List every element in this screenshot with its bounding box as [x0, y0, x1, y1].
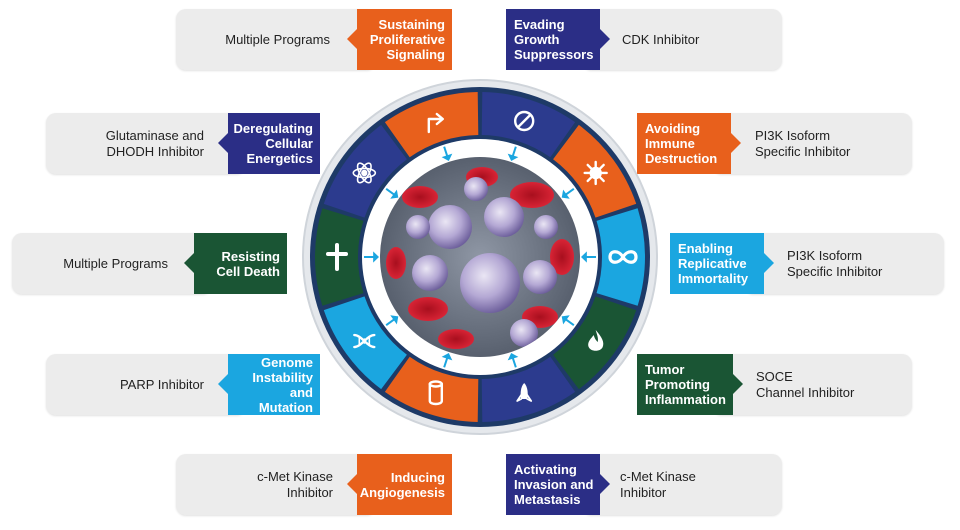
inner-arrowhead [561, 315, 570, 325]
label-pointer [764, 253, 774, 273]
prohibited-icon [513, 110, 535, 132]
wheel-segment-sustaining [384, 92, 479, 158]
wheel-segment-activating [481, 356, 576, 422]
inner-arrowhead [507, 153, 519, 161]
inner-arrowhead [441, 353, 453, 361]
label-pointer [600, 29, 610, 49]
therapy-text-evading: CDK Inhibitor [622, 31, 700, 47]
therapy-card-avoiding [712, 113, 912, 174]
cancer-cells-image [380, 157, 580, 357]
hallmarks-wheel [302, 79, 658, 435]
therapy-text-inducing: c-Met Kinase Inhibitor [257, 468, 333, 500]
label-pointer [218, 374, 228, 394]
hallmark-label-tumor: Tumor Promoting Inflammation [637, 354, 733, 415]
wheel-segment-evading [481, 92, 576, 158]
atom-icon [352, 162, 377, 184]
therapy-text-sustaining: Multiple Programs [225, 31, 330, 47]
therapy-text-avoiding: PI3K Isoform Specific Inhibitor [755, 127, 851, 159]
label-pointer [184, 253, 194, 273]
therapy-card-activating [582, 454, 782, 515]
inner-arrowhead [581, 251, 587, 263]
infinity-icon [608, 250, 638, 264]
therapy-card-resisting [12, 233, 212, 294]
therapy-card-tumor [712, 354, 912, 415]
wheel-segment-inducing [384, 356, 479, 422]
therapy-card-inducing [176, 454, 376, 515]
therapy-text-resisting: Multiple Programs [63, 255, 168, 271]
hallmark-label-evading: Evading Growth Suppressors [506, 9, 600, 70]
inner-arrowhead [373, 251, 379, 263]
label-pointer [347, 29, 357, 49]
label-pointer [731, 133, 741, 153]
label-pointer [218, 133, 228, 153]
therapy-text-genome: PARP Inhibitor [119, 376, 204, 392]
hallmark-label-deregulating: Deregulating Cellular Energetics [228, 113, 320, 174]
hallmark-label-enabling: Enabling Replicative Immortality [670, 233, 764, 294]
therapy-card-enabling [744, 233, 944, 294]
hallmark-label-resisting: Resisting Cell Death [194, 233, 287, 294]
therapy-text-tumor: SOCE Channel Inhibitor [756, 368, 855, 400]
hallmark-label-sustaining: Sustaining Proliferative Signaling [357, 9, 452, 70]
inner-arrowhead [561, 189, 570, 199]
flame-icon [588, 330, 604, 351]
therapy-card-sustaining [176, 9, 376, 70]
therapy-text-enabling: PI3K Isoform Specific Inhibitor [787, 247, 883, 279]
label-pointer [600, 474, 610, 494]
therapy-card-genome [46, 354, 246, 415]
wheel-segment-enabling [596, 208, 645, 306]
hallmark-label-activating: Activating Invasion and Metastasis [506, 454, 600, 515]
inner-arrowhead [390, 315, 399, 325]
arrow-turn-icon [427, 112, 445, 134]
rocket-icon [516, 383, 533, 402]
label-pointer [733, 374, 743, 394]
dna-icon [353, 333, 376, 349]
therapy-text-deregulating: Glutaminase and DHODH Inhibitor [105, 127, 204, 159]
inner-arrowhead [507, 353, 519, 361]
wheel-segment-resisting [315, 208, 364, 306]
label-pointer [347, 474, 357, 494]
therapy-card-evading [582, 9, 782, 70]
vessel-icon [428, 380, 444, 406]
cross-icon [326, 243, 348, 271]
hallmark-label-genome: Genome Instability and Mutation [228, 354, 320, 415]
therapy-text-activating: c-Met Kinase Inhibitor [620, 468, 696, 500]
therapy-card-deregulating [46, 113, 246, 174]
inner-arrowhead [390, 189, 399, 199]
hallmark-label-inducing: Inducing Angiogenesis [357, 454, 452, 515]
virus-icon [583, 160, 608, 186]
hallmark-label-avoiding: Avoiding Immune Destruction [637, 113, 731, 174]
inner-arrowhead [441, 153, 453, 161]
